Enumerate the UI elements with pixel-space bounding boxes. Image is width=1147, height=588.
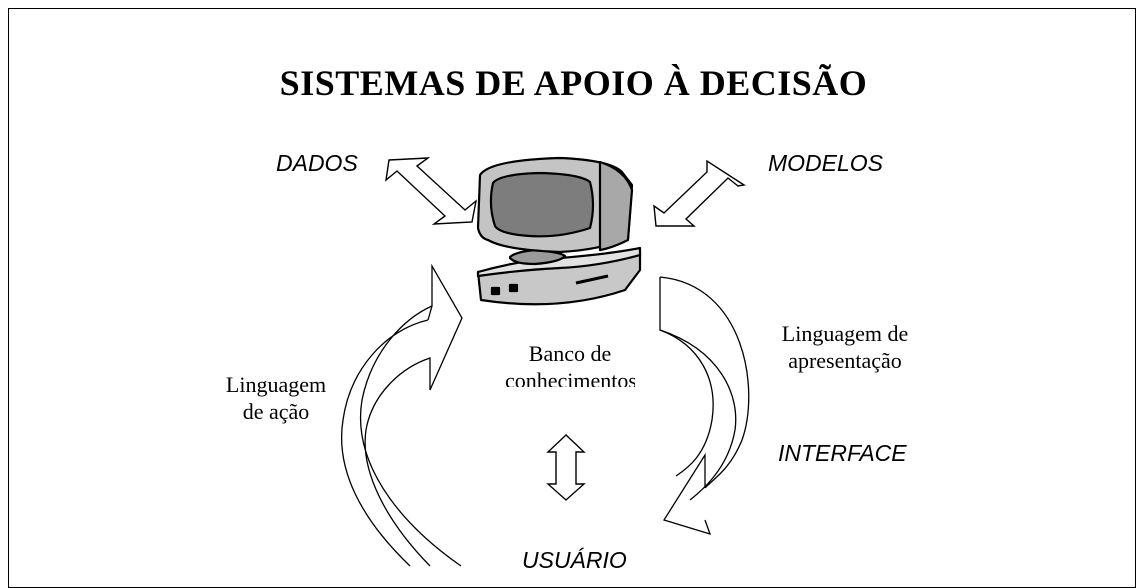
presentation-language-curved-arrow [659,276,750,535]
label-dados: DADOS [276,150,358,176]
label-modelos: MODELOS [768,150,884,176]
apres-line-2: apresentação [788,348,902,373]
dados-double-arrow [385,157,478,225]
acao-line-1: Linguagem [225,372,327,397]
computer-icon [476,156,642,306]
linguagem-de-acao-text: Linguagem de ação [196,371,356,425]
diagram-artwork [341,156,750,567]
acao-line-2: de ação [242,399,310,424]
interface-double-arrow [546,434,586,501]
banco-line-1: Banco de [528,341,612,366]
modelos-double-arrow [653,159,746,227]
action-language-curved-arrow [341,263,463,567]
banco-de-conhecimentos-text: Banco de conhecimentos [505,340,635,387]
linguagem-de-apresentacao-text: Linguagem de apresentação [765,320,925,374]
diagram-title: SISTEMAS DE APOIO À DECISÃO [279,63,868,103]
apres-line-1: Linguagem de [781,321,909,346]
banco-line-2: conhecimentos [505,368,635,387]
label-usuario: USUÁRIO [522,547,627,573]
label-interface: INTERFACE [778,440,907,466]
